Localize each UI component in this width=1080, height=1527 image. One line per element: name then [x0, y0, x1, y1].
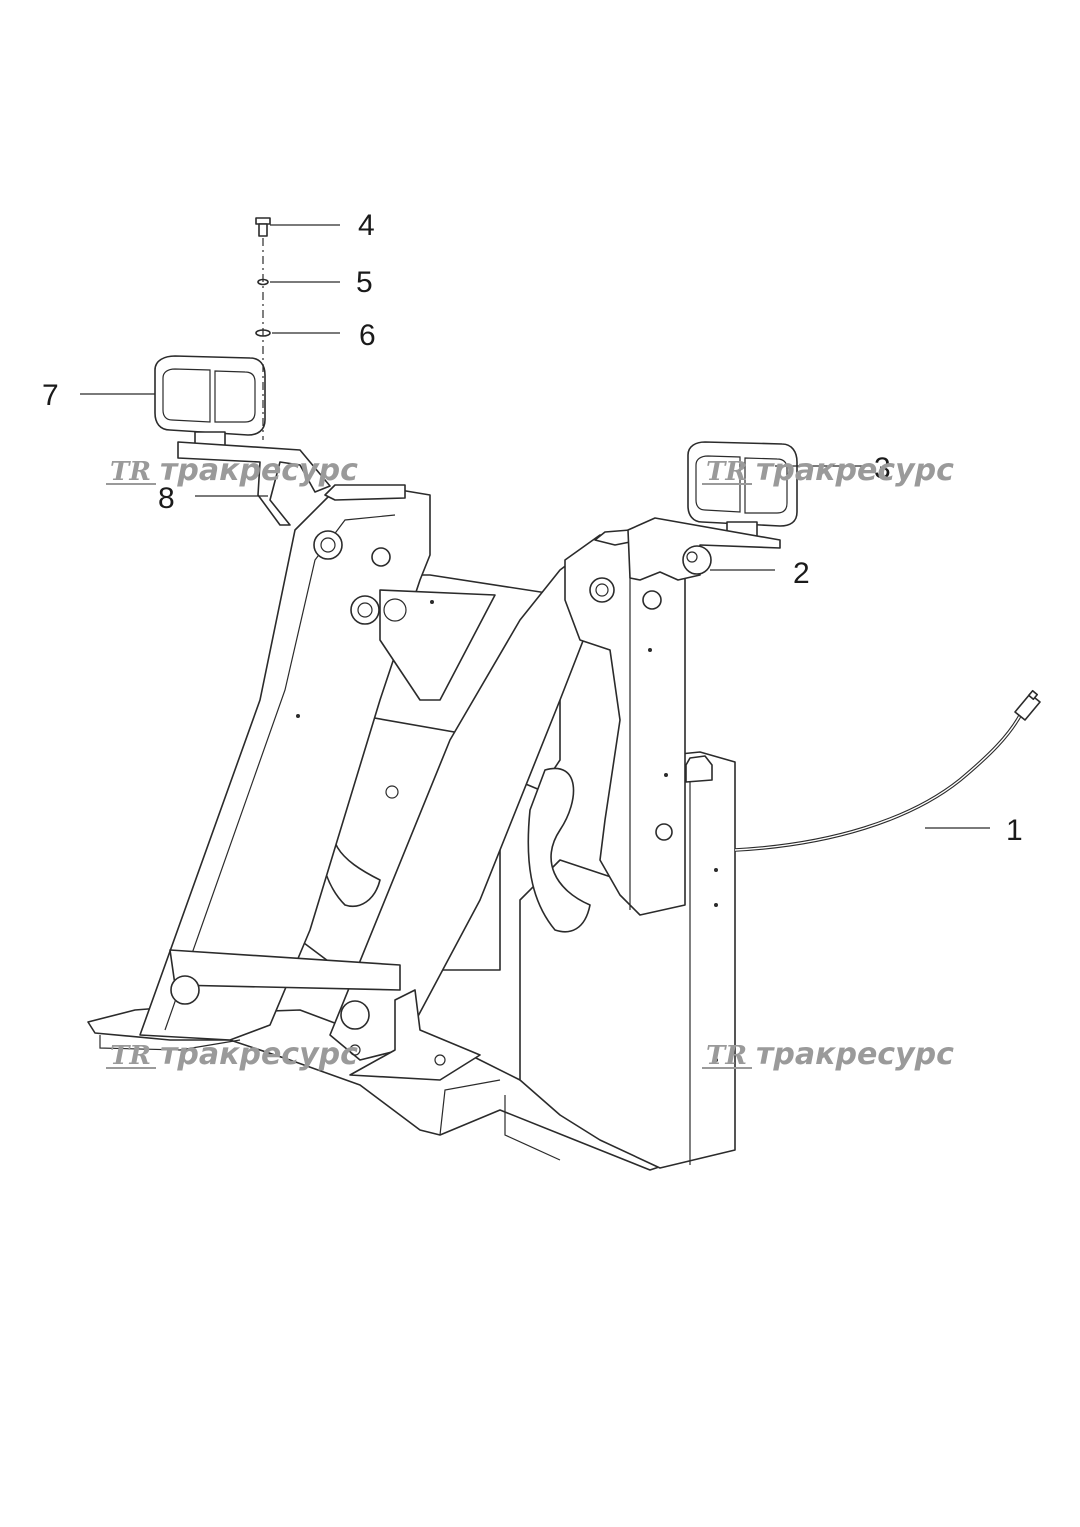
callout-6: 6 [359, 319, 376, 352]
watermark-logo: TR [110, 1041, 151, 1071]
callout-4: 4 [358, 209, 375, 242]
callout-5: 5 [356, 266, 373, 299]
work-lamp-left [154, 355, 266, 447]
callout-1: 1 [1006, 814, 1023, 847]
callout-2: 2 [793, 557, 810, 590]
watermark-logo: TR [706, 1041, 747, 1071]
loader-frame [87, 484, 736, 1171]
watermark-logo: TR [110, 457, 151, 487]
callout-3: 3 [874, 452, 891, 485]
wiring-harness [734, 689, 1041, 852]
watermark-bottom-right: TR тракресурс [702, 1037, 954, 1072]
watermark-top-left: TR тракресурс [106, 453, 358, 488]
watermark-text: тракресурс [756, 1037, 954, 1072]
nut [682, 545, 712, 575]
bolt [255, 217, 271, 237]
watermark-bottom-left: TR тракресурс [106, 1037, 358, 1072]
leader-lines [80, 224, 990, 829]
watermark-logo: TR [706, 457, 747, 487]
callout-numbers: 1 2 3 4 5 6 7 8 [42, 209, 1023, 847]
watermark-top-right: TR тракресурс [702, 453, 954, 488]
callout-7: 7 [42, 379, 59, 412]
lamp-bracket [177, 441, 331, 526]
watermark-text: тракресурс [160, 1037, 358, 1072]
watermark-text: тракресурс [160, 453, 358, 488]
callout-8: 8 [158, 482, 175, 515]
watermark-text: тракресурс [756, 453, 954, 488]
right-lamp-bracket [627, 517, 781, 581]
